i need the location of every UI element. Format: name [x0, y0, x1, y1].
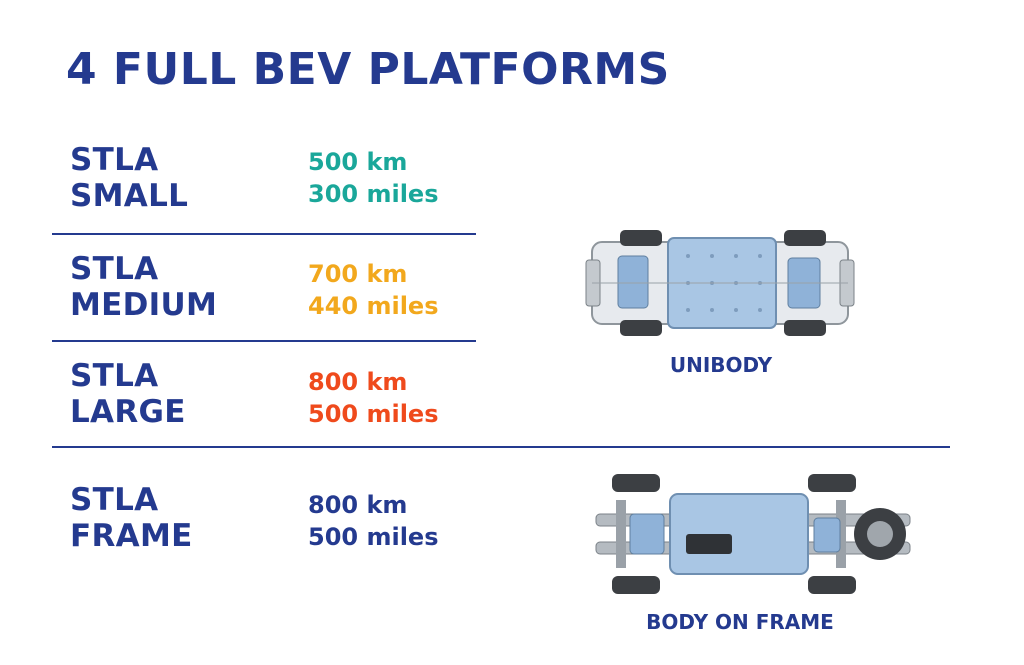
unibody-chassis-icon [585, 230, 855, 336]
platform-range-large: 800 km 500 miles [308, 366, 438, 430]
platform-name-medium: STLA MEDIUM [70, 251, 217, 323]
platform-range-medium-miles: 440 miles [308, 292, 439, 320]
platform-name-frame-line1: STLA [70, 482, 159, 518]
platform-range-frame: 800 km 500 miles [308, 489, 438, 553]
platform-name-small-line2: SMALL [70, 178, 189, 214]
platform-range-medium-km: 700 km [308, 260, 408, 288]
platform-range-large-km: 800 km [308, 368, 408, 396]
body-on-frame-caption: BODY ON FRAME [646, 610, 834, 634]
platform-name-frame: STLA FRAME [70, 482, 193, 554]
platform-name-large: STLA LARGE [70, 358, 186, 430]
platform-name-large-line1: STLA [70, 358, 159, 394]
platform-name-large-line2: LARGE [70, 394, 186, 430]
platform-range-frame-miles: 500 miles [308, 523, 439, 551]
platform-range-frame-km: 800 km [308, 491, 408, 519]
platform-range-small-miles: 300 miles [308, 180, 439, 208]
platform-name-frame-line2: FRAME [70, 518, 193, 554]
platform-name-medium-line2: MEDIUM [70, 287, 218, 323]
platform-range-small: 500 km 300 miles [308, 146, 438, 210]
divider [52, 340, 476, 342]
platform-name-small: STLA SMALL [70, 142, 188, 214]
platform-range-medium: 700 km 440 miles [308, 258, 438, 322]
platform-range-large-miles: 500 miles [308, 400, 439, 428]
body-on-frame-chassis-icon [595, 474, 911, 594]
platform-name-medium-line1: STLA [70, 251, 159, 287]
platform-name-small-line1: STLA [70, 142, 159, 178]
page-title: 4 FULL BEV PLATFORMS [66, 44, 670, 95]
unibody-caption: UNIBODY [669, 353, 773, 377]
platform-range-small-km: 500 km [308, 148, 408, 176]
section-divider [52, 446, 950, 448]
divider [52, 233, 476, 235]
